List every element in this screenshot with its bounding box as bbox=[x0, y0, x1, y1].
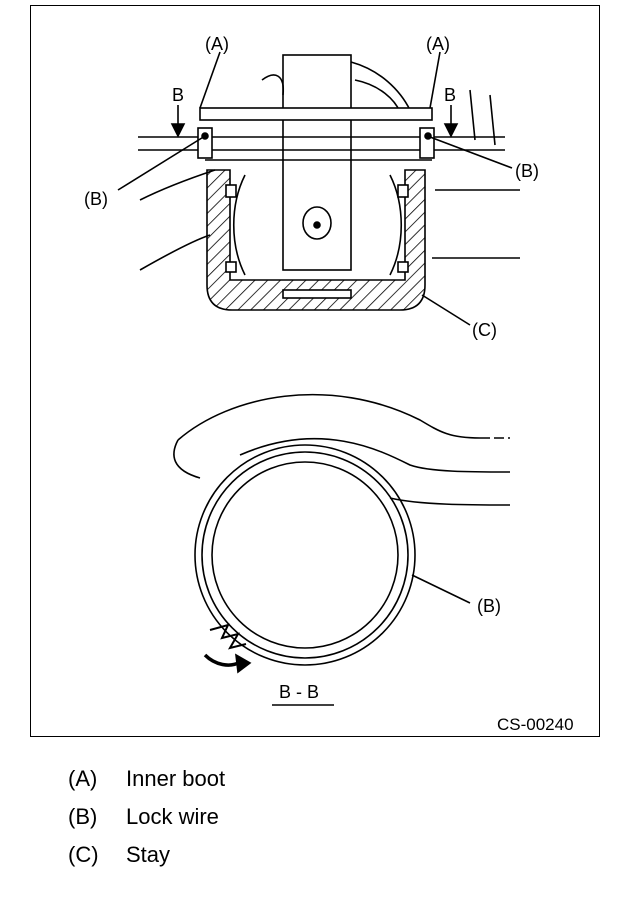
boot-outline-tip bbox=[173, 439, 201, 479]
joint-right-arc bbox=[389, 174, 402, 276]
section-arrowhead-right bbox=[443, 123, 459, 138]
roller-left-bottom bbox=[225, 261, 237, 273]
legend-item-b: (B) Lock wire bbox=[68, 798, 225, 836]
leader-b-left bbox=[117, 135, 206, 191]
legend-item-c: (C) Stay bbox=[68, 836, 225, 874]
section-bb-view bbox=[173, 393, 511, 706]
figure-code: CS-00240 bbox=[497, 715, 574, 734]
section-arrowhead-left bbox=[170, 123, 186, 138]
lock-wire-twist bbox=[209, 623, 247, 650]
housing-left-upper bbox=[139, 169, 216, 201]
label-section-right: B bbox=[444, 85, 456, 105]
lock-wire-right bbox=[424, 132, 432, 140]
joint-left-arc bbox=[233, 174, 246, 276]
roller-right bbox=[397, 184, 409, 198]
leader-a-left bbox=[199, 51, 221, 109]
roller-right-bottom bbox=[397, 261, 409, 273]
leader-b-right bbox=[429, 136, 513, 169]
housing-left-lower bbox=[139, 234, 211, 271]
housing-inner-circle bbox=[211, 461, 399, 649]
label-b-right: (B) bbox=[515, 161, 539, 181]
legend-key: (C) bbox=[68, 842, 99, 867]
legend-key: (B) bbox=[68, 804, 98, 829]
legend-text: Stay bbox=[126, 842, 171, 867]
boot-fold-left bbox=[261, 74, 285, 96]
center-pin-hole bbox=[313, 221, 321, 229]
label-b-bottom: (B) bbox=[477, 596, 501, 616]
lock-wire-circle bbox=[201, 451, 409, 659]
boot-fold-right-2 bbox=[354, 79, 401, 113]
legend-text: Inner boot bbox=[126, 766, 226, 791]
label-a-left: (A) bbox=[205, 34, 229, 54]
stay-cup bbox=[206, 169, 426, 311]
leader-a-right bbox=[429, 51, 441, 109]
boot-outline-inner bbox=[389, 497, 511, 506]
housing-outer-circle bbox=[194, 444, 416, 666]
leader-c bbox=[421, 294, 471, 326]
legend-text: Lock wire bbox=[126, 804, 219, 829]
boot-outline-mid bbox=[239, 437, 511, 473]
label-b-left: (B) bbox=[84, 189, 108, 209]
legend-key: (A) bbox=[68, 766, 98, 791]
label-section-title: B - B bbox=[279, 682, 319, 702]
stay-slot bbox=[282, 289, 352, 299]
label-a-right: (A) bbox=[426, 34, 450, 54]
figure-frame bbox=[30, 5, 600, 737]
label-section-left: B bbox=[172, 85, 184, 105]
legend: (A) Inner boot (B) Lock wire (C) Stay bbox=[68, 760, 225, 874]
boot-outline-outer bbox=[177, 393, 481, 441]
boot-fold-right-1 bbox=[350, 61, 411, 111]
inner-boot-collar bbox=[199, 107, 433, 121]
upper-section-view bbox=[117, 51, 520, 326]
label-c: (C) bbox=[472, 320, 497, 340]
boot-fold-right-3 bbox=[469, 89, 476, 141]
twist-direction-arrowhead bbox=[235, 653, 252, 674]
roller-left bbox=[225, 184, 237, 198]
twist-direction-arrow bbox=[203, 653, 241, 667]
legend-item-a: (A) Inner boot bbox=[68, 760, 225, 798]
leader-b-bottom bbox=[411, 574, 471, 604]
